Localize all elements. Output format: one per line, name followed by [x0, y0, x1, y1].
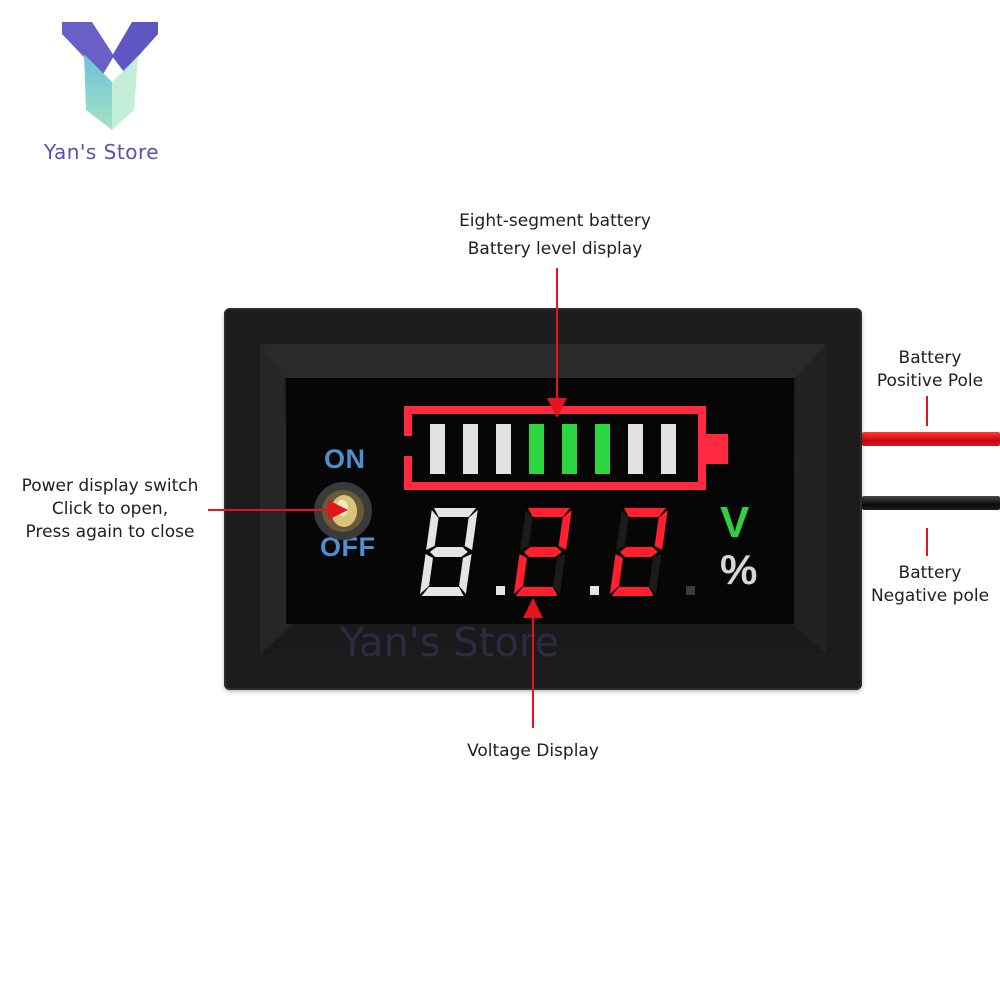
- battery-segments-label-1: Eight-segment battery: [459, 211, 651, 231]
- battery-segments-label-2: Battery level display: [467, 239, 643, 259]
- battery-segment-2: [463, 424, 478, 474]
- battery-segment-6: [595, 424, 610, 474]
- battery-segment-7: [628, 424, 643, 474]
- decimal-point-2: [590, 586, 599, 595]
- voltage-display-label: Voltage Display: [467, 741, 599, 761]
- voltage-digit-1: [420, 508, 478, 596]
- power-switch-label-2: Click to open,: [51, 499, 169, 519]
- battery-segment-5: [562, 424, 577, 474]
- battery-level-display: [404, 406, 728, 490]
- store-watermark: Yan's Store: [340, 620, 560, 666]
- positive-pole-label-1: Battery: [898, 348, 962, 368]
- battery-segment-8: [661, 424, 676, 474]
- voltage-display: [420, 508, 695, 596]
- switch-on-label: ON: [324, 444, 366, 474]
- negative-wire: [862, 496, 1000, 510]
- power-switch-label-1: Power display switch: [21, 476, 199, 496]
- negative-pole-label-1: Battery: [898, 563, 962, 583]
- decimal-point-3: [686, 586, 695, 595]
- power-switch-label-3: Press again to close: [25, 522, 195, 542]
- battery-segment-1: [430, 424, 445, 474]
- brand-logo-icon: [62, 22, 158, 130]
- percent-unit-label: %: [720, 546, 758, 593]
- voltage-digit-2: [513, 508, 572, 596]
- voltage-digit-3: [609, 508, 668, 596]
- module-bezel: [260, 344, 826, 654]
- volt-unit-label: V: [720, 498, 750, 547]
- negative-pole-label-2: Negative pole: [870, 586, 990, 606]
- brand-name: Yan's Store: [44, 140, 160, 164]
- battery-segment-3: [496, 424, 511, 474]
- positive-wire: [862, 432, 1000, 446]
- battery-segment-4: [529, 424, 544, 474]
- positive-pole-label-2: Positive Pole: [876, 371, 984, 391]
- decimal-point-1: [496, 586, 505, 595]
